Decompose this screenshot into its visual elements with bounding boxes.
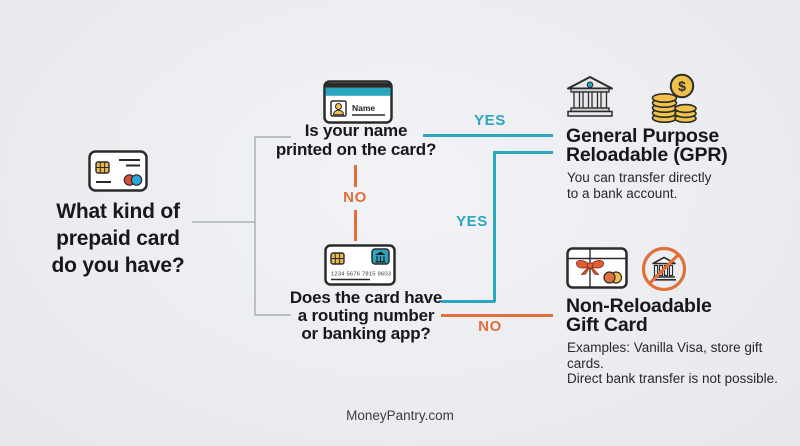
routing-card-number: 1234 5676 7815 9603 [331, 272, 391, 278]
no-label-q1: NO [343, 189, 367, 206]
connector-to-q1 [254, 136, 291, 138]
dollar-sign: $ [678, 78, 686, 94]
connector-root-horizontal [192, 221, 255, 223]
gpr-title-line: Reloadable (GPR) [566, 144, 728, 166]
yes-label-q2: YES [456, 213, 488, 230]
name-card-icon: Name [323, 80, 393, 124]
question-2-line: Does the card have [289, 288, 443, 307]
routing-card-icon: 1234 5676 7815 9603 [324, 244, 396, 286]
question-1-line: Is your name [304, 121, 408, 140]
root-question: What kind of prepaid card do you have? [28, 198, 208, 279]
gift-description-line: Direct bank transfer is not possible. [567, 371, 778, 386]
root-question-line: do you have? [51, 254, 185, 277]
yes-line-q2-top [493, 151, 553, 154]
question-1: Is your name printed on the card? [266, 121, 446, 159]
question-2-line: or banking app? [301, 324, 431, 343]
gpr-title: General Purpose Reloadable (GPR) [566, 125, 728, 166]
yes-line-q1 [423, 134, 553, 137]
question-2: Does the card have a routing number or b… [268, 289, 464, 343]
yes-label-q1: YES [474, 112, 506, 129]
question-2-line: a routing number [297, 306, 435, 325]
gift-title: Non-Reloadable Gift Card [566, 295, 712, 336]
no-bank-transfer-icon [640, 245, 688, 293]
gift-card-icon [566, 247, 628, 289]
connector-vertical [254, 136, 256, 316]
gift-title-line: Gift Card [566, 314, 648, 336]
question-1-line: printed on the card? [275, 139, 437, 159]
no-branch-line-upper [354, 165, 357, 187]
prepaid-card-icon [88, 150, 148, 192]
no-line-q2 [441, 314, 553, 317]
no-label-q2: NO [478, 318, 502, 335]
yes-line-q2-vertical [493, 151, 496, 302]
yes-line-q2-bottom [441, 300, 495, 303]
gpr-description-line: You can transfer directly [567, 170, 712, 185]
bank-icon [566, 75, 614, 119]
gpr-description: You can transfer directly to a bank acco… [567, 170, 711, 201]
gift-description: Examples: Vanilla Visa, store gift cards… [567, 340, 800, 387]
gpr-description-line: to a bank account. [567, 185, 678, 201]
root-question-line: prepaid card [56, 227, 180, 250]
connector-to-q2 [254, 314, 291, 316]
name-card-label: Name [352, 103, 375, 113]
coins-icon: $ [651, 73, 699, 123]
no-branch-line-lower [354, 210, 357, 241]
gift-description-line: Examples: Vanilla Visa, store gift cards… [567, 340, 763, 371]
gpr-title-line: General Purpose [566, 125, 720, 147]
gift-title-line: Non-Reloadable [566, 295, 712, 317]
root-question-line: What kind of [56, 200, 180, 223]
site-credit: MoneyPantry.com [346, 408, 454, 423]
